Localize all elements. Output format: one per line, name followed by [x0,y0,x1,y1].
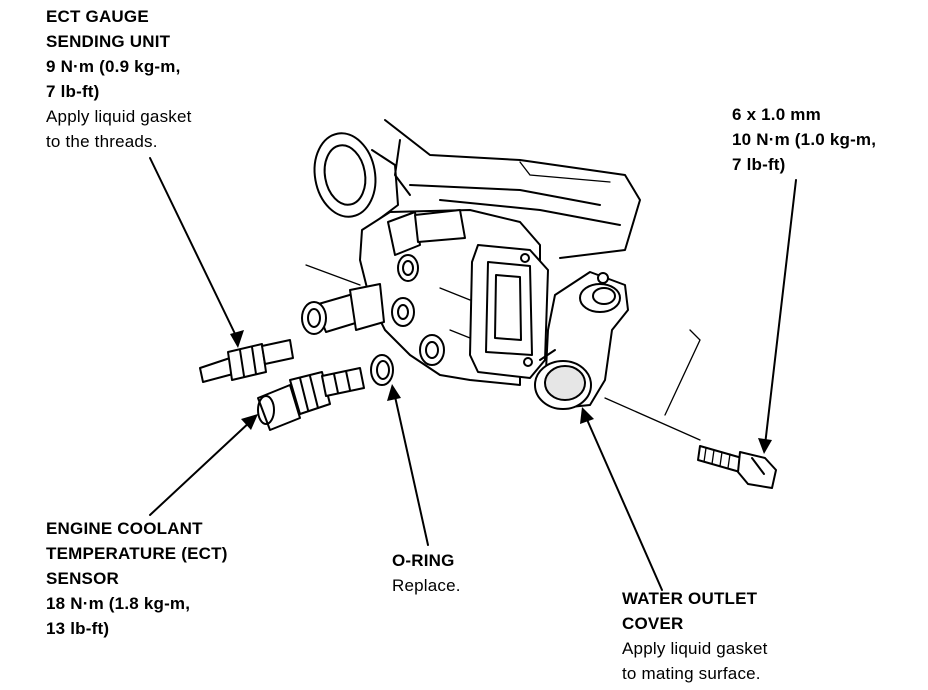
ect-gauge-torque-line1: 9 N·m (0.9 kg-m, [46,57,181,76]
ect-sensor [257,367,365,431]
ect-gauge-title-line2: SENDING UNIT [46,32,171,51]
leader-lines [149,157,797,591]
ect-gauge-title-line1: ECT GAUGE [46,7,149,26]
water-outlet-note-line2: to mating surface. [622,664,761,683]
ect-sensor-title-line2: TEMPERATURE (ECT) [46,544,228,563]
water-outlet-title-line2: COVER [622,614,684,633]
water-outlet-callout: WATER OUTLET COVER Apply liquid gasket t… [622,586,768,686]
engine-housing [301,119,641,386]
ect-gauge-torque-line2: 7 lb-ft) [46,82,100,101]
water-outlet-title-line1: WATER OUTLET [622,589,758,608]
o-ring-note: Replace. [392,576,461,595]
ect-gauge-note-line1: Apply liquid gasket [46,107,192,126]
ect-sensor-title-line3: SENSOR [46,569,119,588]
water-outlet-note-line1: Apply liquid gasket [622,639,768,658]
ect-sensor-torque-line2: 13 lb-ft) [46,619,110,638]
ect-gauge-note-line2: to the threads. [46,132,158,151]
bolt-torque-line2: 7 lb-ft) [732,155,786,174]
ect-sensor-torque-line1: 18 N·m (1.8 kg-m, [46,594,191,613]
ect-gauge-sending-unit [199,339,294,383]
ect-gauge-callout: ECT GAUGE SENDING UNIT 9 N·m (0.9 kg-m, … [46,4,192,154]
water-outlet-cover [534,271,701,441]
bolt-callout: 6 x 1.0 mm 10 N·m (1.0 kg-m, 7 lb-ft) [732,102,876,177]
bolt-size: 6 x 1.0 mm [732,105,821,124]
bolt-torque-line1: 10 N·m (1.0 kg-m, [732,130,877,149]
o-ring-title: O-RING [392,551,455,570]
o-ring [370,354,394,386]
bolt [697,445,777,489]
o-ring-callout: O-RING Replace. [392,548,461,598]
ect-sensor-title-line1: ENGINE COOLANT [46,519,203,538]
ect-sensor-callout: ENGINE COOLANT TEMPERATURE (ECT) SENSOR … [46,516,228,641]
